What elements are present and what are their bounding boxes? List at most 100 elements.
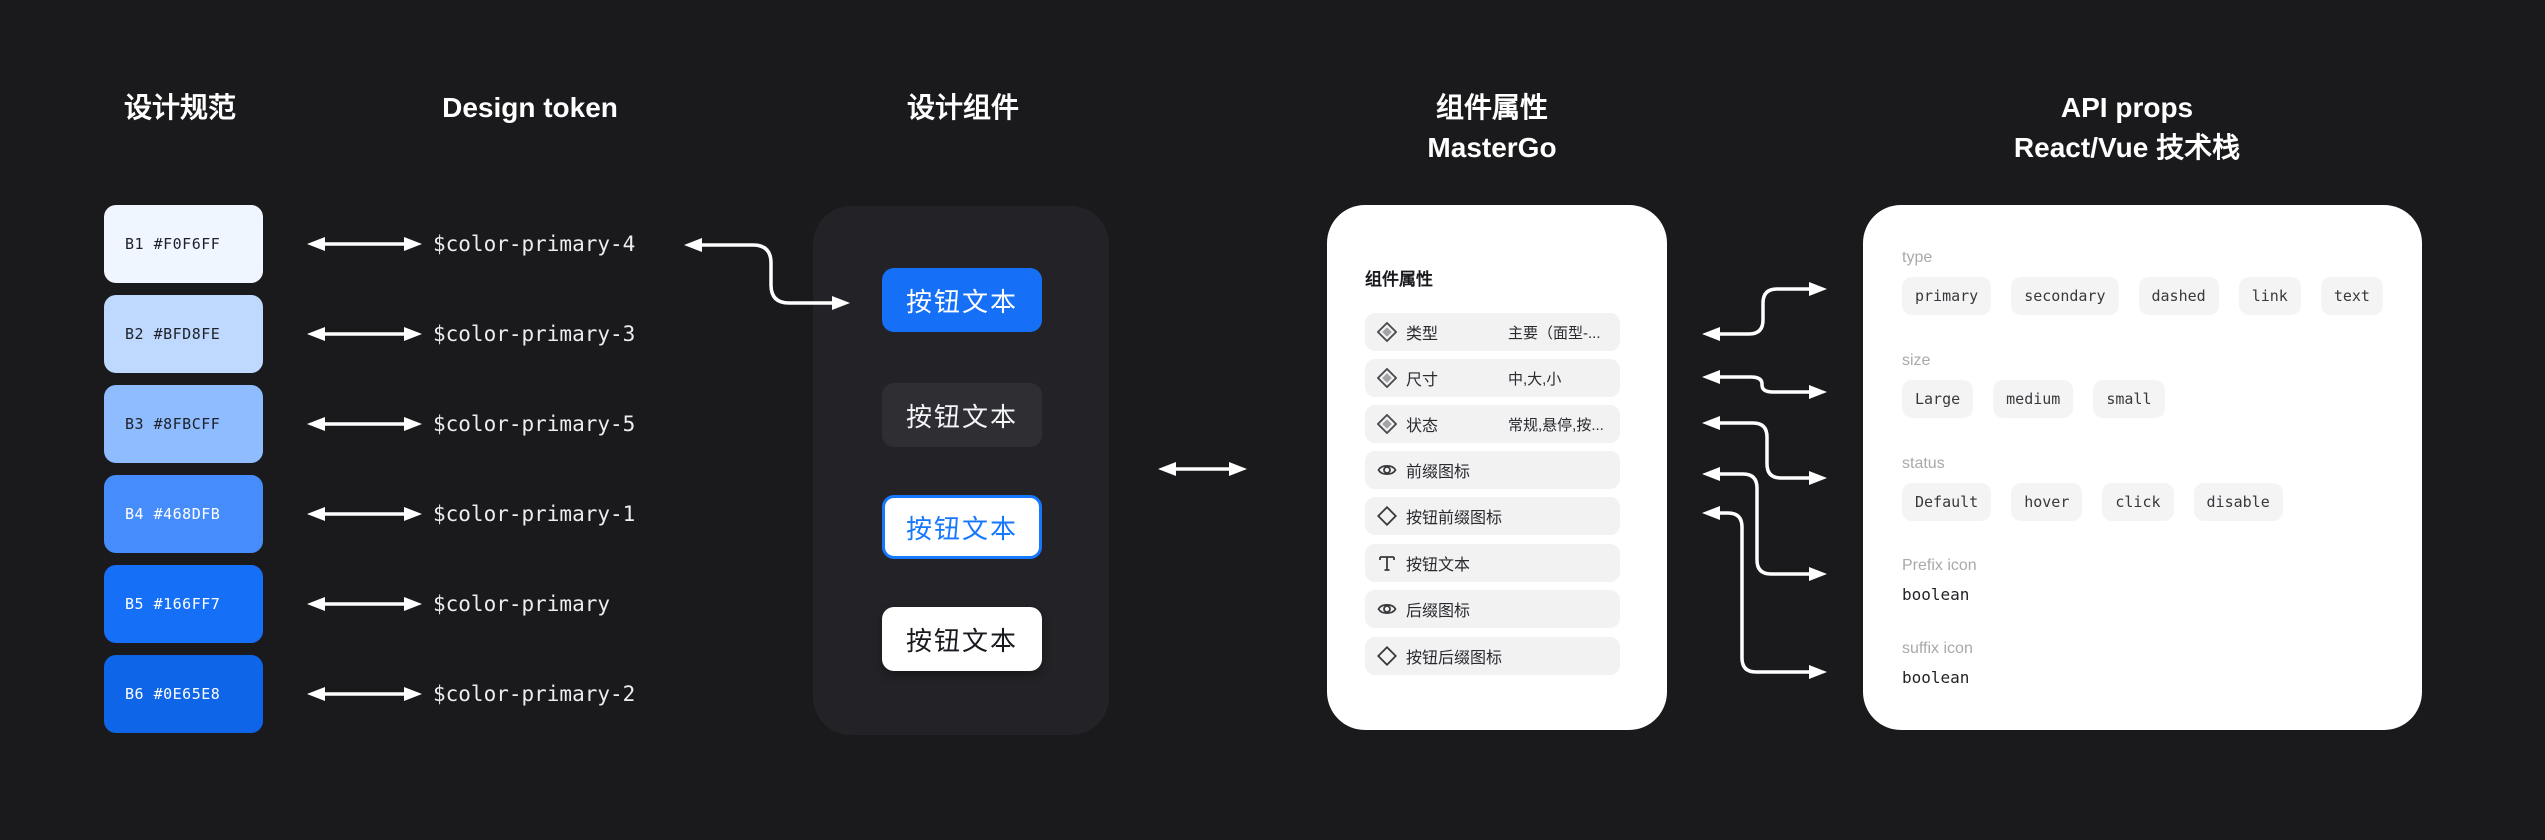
component-button-primary: 按钮文本 (882, 268, 1042, 332)
text-icon (1377, 553, 1397, 573)
component-props-arrow (1158, 462, 1247, 476)
design-token: $color-primary-3 (433, 322, 636, 346)
color-swatch: B3 #8FBCFF (104, 385, 263, 463)
api-prop-section: suffix icon boolean (1902, 639, 1973, 687)
api-prop-value: boolean (1902, 585, 1970, 604)
props-api-connector (1702, 370, 1827, 399)
property-row-label: 尺寸 (1406, 372, 1439, 389)
swatch-token-arrow (307, 687, 422, 701)
props-api-connector (1702, 467, 1827, 581)
swatch-label: B3 #8FBCFF (125, 415, 221, 433)
column-title-props-line1: 组件属性 (1435, 92, 1548, 123)
property-row: 状态 常规,悬停,按... (1365, 405, 1620, 443)
api-tag: link (2238, 277, 2301, 315)
api-prop-tags: primary secondary dashed link text (1902, 277, 2383, 315)
property-row-label: 按钮前缀图标 (1406, 510, 1503, 527)
property-row-label: 状态 (1406, 418, 1439, 435)
property-row-label: 后缀图标 (1406, 603, 1471, 620)
color-swatch: B1 #F0F6FF (104, 205, 263, 283)
api-prop-tags: Large medium small (1902, 380, 2165, 418)
design-token: $color-primary (433, 592, 611, 616)
swatch-label: B5 #166FF7 (125, 595, 221, 613)
swatch-token-arrow (307, 417, 422, 431)
api-prop-value: boolean (1902, 668, 1970, 687)
api-tag: secondary (2011, 277, 2119, 315)
api-tag: click (2102, 483, 2174, 521)
swatch-token-arrow (307, 507, 422, 521)
color-swatch-list: B1 #F0F6FF B2 #BFD8FE B3 #8FBCFF B4 #468… (104, 205, 263, 733)
design-component-panel: 按钮文本按钮文本按钮文本按钮文本 (813, 206, 1109, 735)
color-swatch: B5 #166FF7 (104, 565, 263, 643)
swatch-label: B2 #BFD8FE (125, 325, 221, 343)
property-row: 后缀图标 (1365, 590, 1620, 628)
api-tag: Large (1902, 380, 1974, 418)
props-api-connector (1702, 416, 1827, 485)
api-tag: small (2093, 380, 2165, 418)
property-row-label: 前缀图标 (1406, 464, 1471, 481)
property-row: 按钮后缀图标 (1365, 637, 1620, 675)
api-props-panel: type primary secondary dashed link text size… (1863, 205, 2422, 730)
api-prop-section: size Large medium small (1902, 351, 2165, 418)
api-tag: dashed (2138, 277, 2219, 315)
component-button-outline: 按钮文本 (882, 495, 1042, 559)
design-token: $color-primary-1 (433, 502, 636, 526)
property-row-label: 按钮后缀图标 (1406, 650, 1503, 667)
column-title-token: Design token (442, 92, 618, 123)
swatch-token-arrow (307, 237, 422, 251)
property-row: 按钮文本 (1365, 544, 1620, 582)
api-tag: text (2320, 277, 2383, 315)
design-token-list: $color-primary-4 $color-primary-3 $color-p… (433, 205, 733, 735)
api-prop-label: size (1902, 352, 1931, 369)
api-tag: Default (1902, 483, 1992, 521)
component-props-panel: 组件属性 类型 主要（面型-... (1327, 205, 1667, 730)
column-title-props-line2: MasterGo (1427, 132, 1557, 163)
color-swatch: B6 #0E65E8 (104, 655, 263, 733)
column-title-api-line1: API props (2060, 92, 2194, 123)
api-prop-tags: Default hover click disable (1902, 483, 2283, 521)
component-button-white: 按钮文本 (882, 607, 1042, 671)
column-title-component: 设计组件 (906, 92, 1020, 123)
diamond-variant-icon (1377, 414, 1397, 434)
color-swatch: B4 #468DFB (104, 475, 263, 553)
property-row: 按钮前缀图标 (1365, 497, 1620, 535)
api-prop-section: Prefix icon boolean (1902, 556, 1977, 604)
api-tag: hover (2011, 483, 2083, 521)
property-row: 前缀图标 (1365, 451, 1620, 489)
props-api-connector (1702, 282, 1827, 341)
diamond-icon (1377, 506, 1397, 526)
api-prop-section: type primary secondary dashed link text (1902, 248, 2383, 315)
property-row-value: 中,大,小 (1508, 370, 1562, 388)
design-token: $color-primary-5 (433, 412, 636, 436)
column-title-api: API props React/Vue 技术栈 (2014, 88, 2240, 168)
design-token: $color-primary-4 (433, 232, 636, 256)
property-row-value: 主要（面型-... (1508, 324, 1601, 342)
swatch-label: B6 #0E65E8 (125, 685, 221, 703)
api-prop-section: status Default hover click disable (1902, 454, 2283, 521)
property-row: 尺寸 中,大,小 (1365, 359, 1620, 397)
api-prop-label: type (1902, 249, 1933, 266)
property-row-label: 类型 (1406, 326, 1439, 343)
api-prop-label: Prefix icon (1902, 557, 1977, 574)
api-tag: medium (1993, 380, 2074, 418)
swatch-label: B1 #F0F6FF (125, 235, 221, 253)
swatch-token-arrow (307, 597, 422, 611)
column-title-spec: 设计规范 (123, 92, 237, 123)
diamond-variant-icon (1377, 368, 1397, 388)
diamond-icon (1377, 646, 1397, 666)
eye-icon (1377, 599, 1397, 619)
diamond-variant-icon (1377, 322, 1397, 342)
swatch-label: B4 #468DFB (125, 505, 221, 523)
api-tag: primary (1902, 277, 1992, 315)
swatch-token-arrow (307, 327, 422, 341)
column-title-api-line2: React/Vue 技术栈 (2013, 132, 2241, 163)
props-api-connector (1702, 506, 1827, 679)
property-row: 类型 主要（面型-... (1365, 313, 1620, 351)
api-tag: disable (2193, 483, 2283, 521)
component-props-panel-header: 组件属性 (1365, 270, 1433, 289)
design-token: $color-primary-2 (433, 682, 636, 706)
property-row-value: 常规,悬停,按... (1508, 416, 1604, 434)
api-prop-label: status (1902, 455, 1945, 472)
component-button-dark: 按钮文本 (882, 383, 1042, 447)
column-title-props: 组件属性 MasterGo (1427, 88, 1556, 168)
